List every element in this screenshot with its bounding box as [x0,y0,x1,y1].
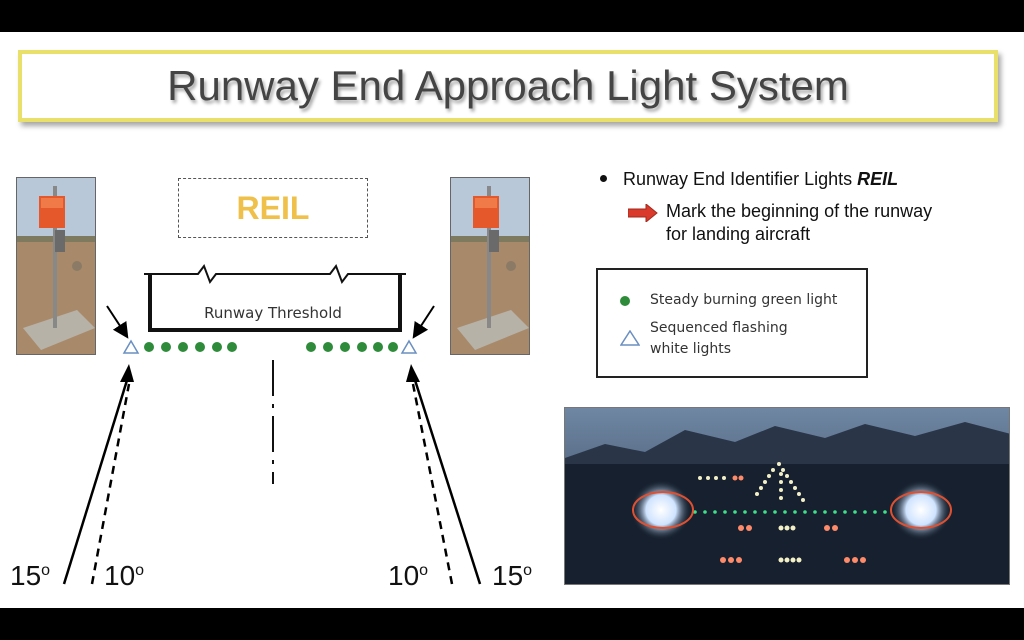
green-lights-right [306,342,398,352]
reil-unit-photo-left [16,177,96,355]
reil-label: REIL [236,189,310,226]
reil-bullet: Runway End Identifier Lights REIL [600,169,898,190]
green-lights-left [144,342,237,352]
slide: Runway End Approach Light System [0,32,1024,608]
bullet-text: Runway End Identifier Lights [623,169,858,189]
legend-white-label: Sequenced flashing white lights [650,320,788,357]
angle-label-left-outer: 15o [10,560,51,591]
red-arrow-icon [628,204,658,222]
angle-line-left-10 [90,383,131,585]
angle-line-left-15 [62,376,130,585]
white-light-right [400,339,418,354]
angle-label-right-inner: 10o [388,560,429,591]
reil-unit-photo-right [450,177,530,355]
description-line-1: Mark the beginning of the runway [666,201,933,221]
angle-arrowhead-left [120,364,134,382]
legend-box: Steady burning green light Sequenced fla… [596,268,868,378]
angle-line-right-15 [412,376,482,585]
slide-title: Runway End Approach Light System [167,62,849,109]
white-light-triangle-icon [620,330,640,346]
angle-label-left-inner: 10o [104,560,145,591]
bullet-emphasis: REIL [857,169,899,189]
title-banner: Runway End Approach Light System [18,50,998,122]
runway-threshold-outline [148,274,402,332]
reil-description: Mark the beginning of the runway for lan… [666,200,986,246]
bullet-icon [600,174,607,182]
green-light-icon [620,296,630,306]
legend-green-label: Steady burning green light [650,292,838,308]
reil-label-box: REIL [178,178,368,238]
angle-label-right-outer: 15o [492,560,533,591]
angle-line-right-10 [411,383,454,585]
pointer-arrow-left [106,305,129,339]
runway-diagram [62,263,482,585]
angle-arrowhead-right [406,364,420,382]
runway-threshold-label: Runway Threshold [204,304,342,322]
white-light-left [122,339,140,354]
description-line-2: for landing aircraft [666,224,811,244]
pointer-arrow-right [412,305,435,339]
runway-break-line [144,263,406,285]
runway-night-photo [564,407,1010,585]
